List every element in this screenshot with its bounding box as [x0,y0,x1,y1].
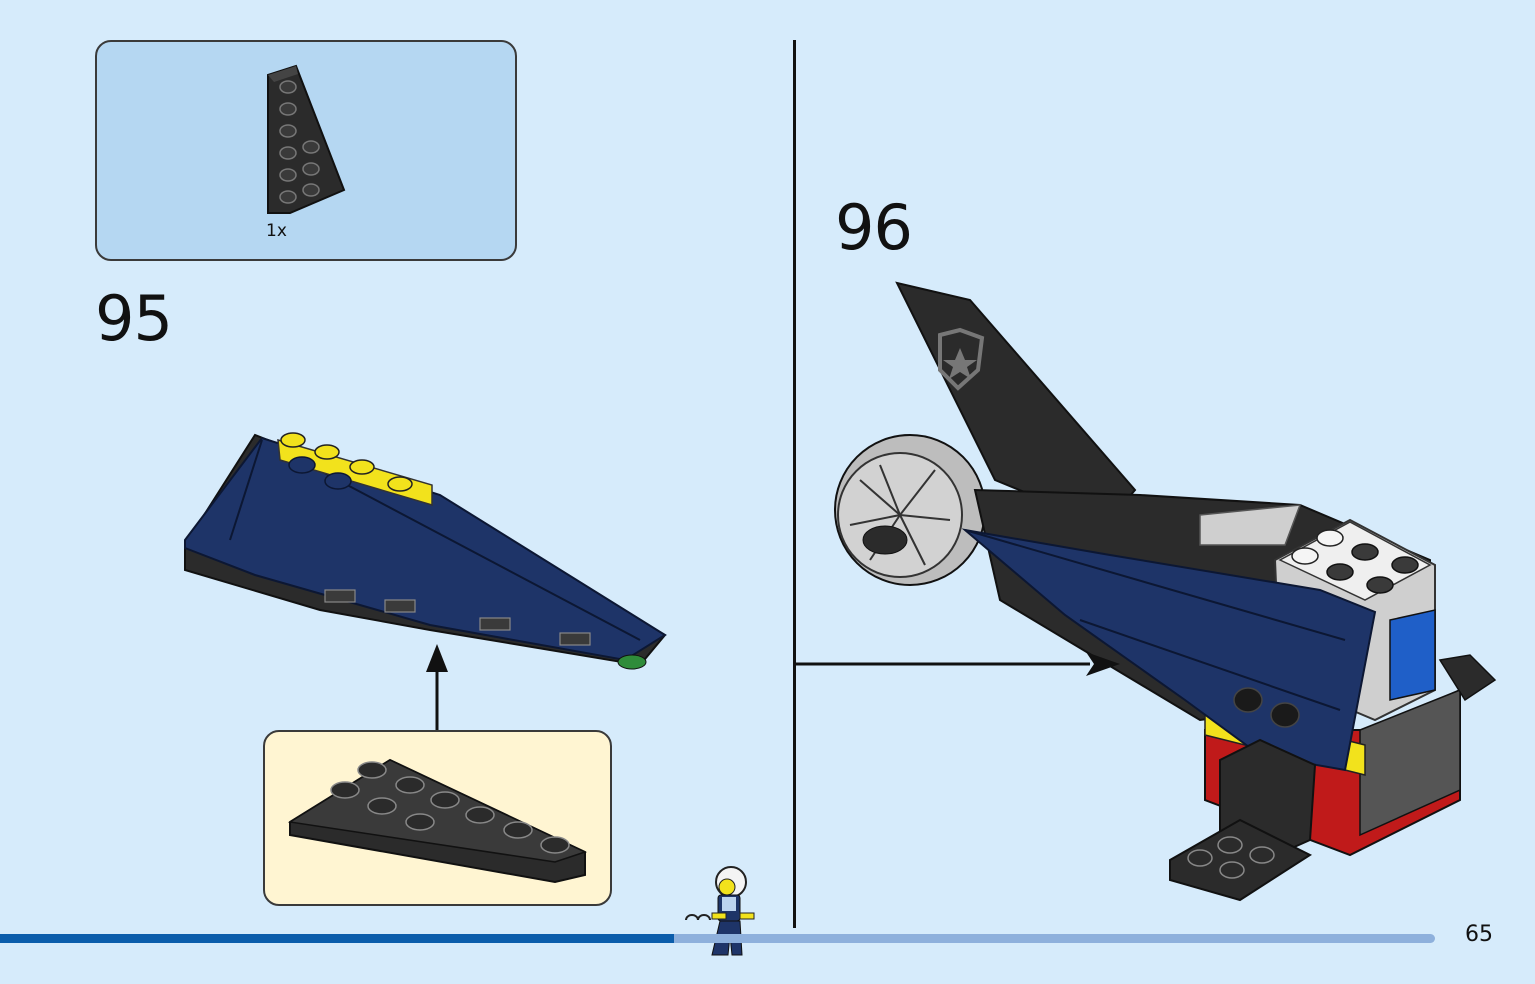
attach-arrow-right [795,652,1120,676]
step-number-96: 96 [835,191,913,264]
progress-fill [0,934,674,943]
step-number-95: 95 [95,282,173,355]
black-wedge-plate-icon [267,64,346,214]
page-number: 65 [1465,922,1493,947]
progress-track [0,934,1435,943]
part-quantity-label: 1x [266,221,287,241]
attach-arrow-up [426,644,448,730]
step-divider [793,40,796,928]
step-96-model [834,281,1497,902]
callout-wedge-plate [287,758,588,884]
step-95-model [184,432,667,670]
